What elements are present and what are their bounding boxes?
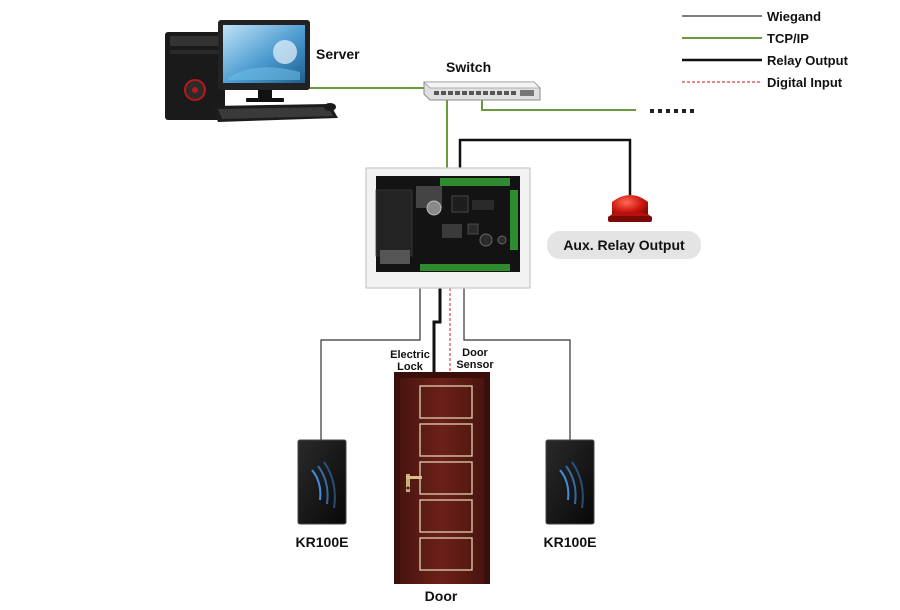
alarm-light-icon: [608, 195, 652, 222]
network-switch-icon: [423, 81, 541, 101]
legend-label-tcpip: TCP/IP: [767, 31, 809, 46]
electric-lock-label-line1: Electric: [390, 349, 430, 361]
legend: Wiegand TCP/IP Relay Output Digital Inpu…: [682, 9, 849, 90]
wooden-door-icon: [394, 372, 490, 584]
aux-relay-output-badge: Aux. Relay Output: [547, 231, 701, 259]
wiegand-wire-left: [320, 288, 421, 440]
door-label: Door: [425, 588, 458, 604]
desktop-computer-icon: [165, 20, 338, 122]
legend-label-wiegand: Wiegand: [767, 9, 821, 24]
legend-label-digital-input: Digital Input: [767, 75, 843, 90]
aux-relay-output-label: Aux. Relay Output: [563, 237, 685, 253]
network-continuation-dots: [650, 109, 694, 113]
relay-wire-lock: [432, 288, 442, 372]
wires: [300, 87, 636, 440]
electric-lock-label-line2: Lock: [397, 361, 424, 373]
wiegand-wire-right: [463, 288, 571, 440]
card-reader-icon: [545, 439, 595, 525]
server-label: Server: [316, 46, 360, 62]
legend-label-relay-output: Relay Output: [767, 53, 849, 68]
reader-left-label: KR100E: [296, 534, 349, 550]
relay-wire-aux: [458, 138, 632, 195]
switch-label: Switch: [446, 59, 491, 75]
door-sensor-label-line1: Door: [462, 347, 488, 359]
card-reader-icon: [297, 439, 347, 525]
door-sensor-label-line2: Sensor: [456, 359, 494, 371]
access-control-board-icon: [365, 167, 531, 289]
tcpip-wire-switch-network: [481, 98, 636, 111]
reader-right-label: KR100E: [544, 534, 597, 550]
